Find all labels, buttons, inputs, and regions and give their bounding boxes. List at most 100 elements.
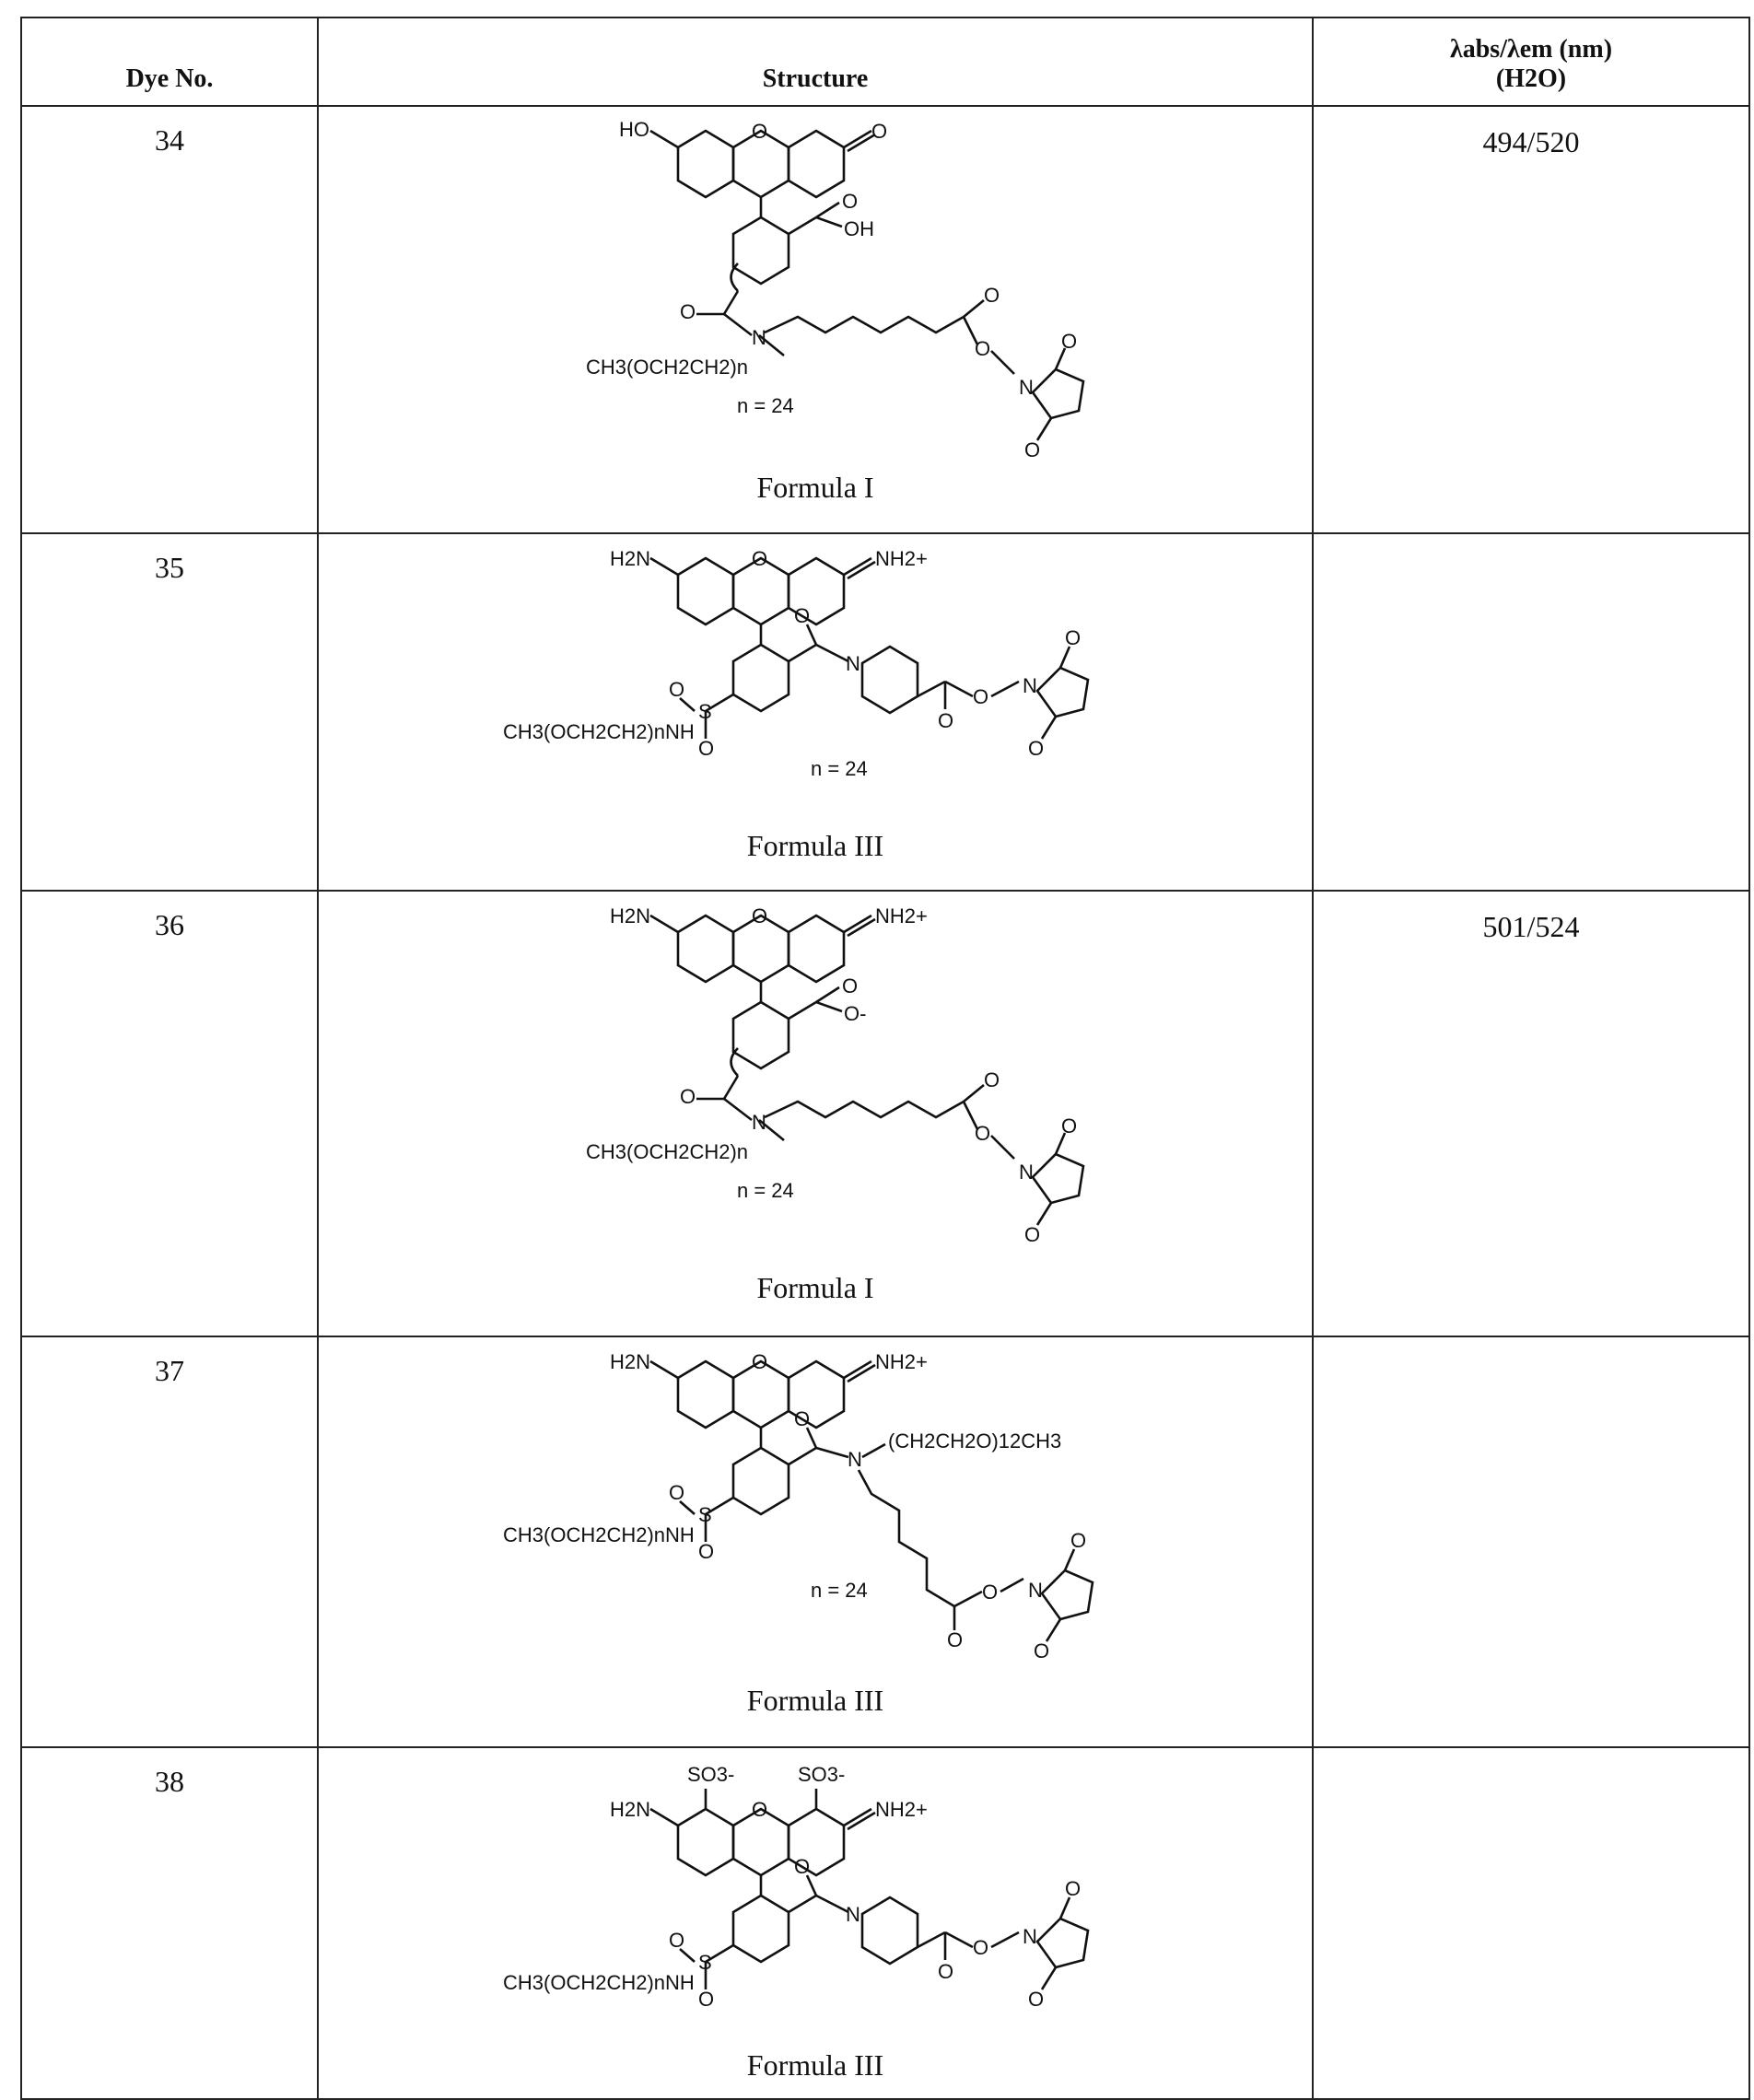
structure-cell: HO O O O OH O N CH3(OCH2CH2)n O O N O O … — [318, 106, 1313, 533]
dye-number: 37 — [21, 1336, 318, 1747]
header-spectra-line1: λabs/λem (nm) — [1314, 35, 1748, 64]
label-h2n: H2N — [610, 1798, 650, 1821]
dye-number: 36 — [21, 891, 318, 1336]
label-o-amide: O — [680, 300, 696, 323]
label-s: S — [698, 1503, 712, 1526]
label-n-value: n = 24 — [811, 757, 868, 780]
label-o-acid: O — [842, 974, 858, 998]
structure-cell: H2N O NH2+ O O- O N CH3(OCH2CH2)n O O N … — [318, 891, 1313, 1336]
header-dye-no: Dye No. — [21, 18, 318, 106]
dye-number: 35 — [21, 533, 318, 891]
structure-cell: SO3- SO3- H2N O NH2+ O N O O N O O S O O… — [318, 1747, 1313, 2099]
dye-number: 38 — [21, 1747, 318, 2099]
label-o-s1: O — [669, 678, 684, 701]
label-n: N — [752, 326, 766, 349]
spectra-value — [1313, 1747, 1749, 2099]
formula-label: Formula I — [319, 471, 1312, 505]
label-o-s1: O — [669, 1481, 684, 1504]
spectra-value — [1313, 1336, 1749, 1747]
structure-cell: H2N O NH2+ O N (CH2CH2O)12CH3 S O O CH3(… — [318, 1336, 1313, 1747]
label-o-ester: O — [938, 709, 953, 732]
chemical-structure: H2N O NH2+ O N O O N O O S O O CH3(OCH2C… — [319, 534, 1312, 829]
formula-label: Formula III — [319, 2048, 1312, 2082]
label-o-su2: O — [1024, 1223, 1040, 1246]
table-row: 36 — [21, 891, 1749, 1336]
label-o-link: O — [975, 1122, 990, 1145]
spectra-value — [1313, 533, 1749, 891]
label-o-top: O — [752, 120, 767, 143]
label-oh: OH — [844, 217, 874, 240]
label-o-top: O — [752, 547, 767, 570]
label-o-s2: O — [698, 1540, 714, 1563]
label-o-carb: O — [794, 1855, 810, 1878]
chemical-structure: HO O O O OH O N CH3(OCH2CH2)n O O N O O … — [319, 107, 1312, 471]
table-row: 38 — [21, 1747, 1749, 2099]
label-peg: CH3(OCH2CH2)n — [586, 1140, 748, 1163]
label-coo: O- — [844, 1002, 866, 1025]
label-n-value: n = 24 — [737, 394, 794, 417]
formula-label: Formula III — [319, 829, 1312, 863]
label-o-ester: O — [938, 1960, 953, 1983]
label-nh2: NH2+ — [875, 904, 928, 928]
label-n-su: N — [1023, 674, 1037, 697]
label-s: S — [698, 700, 712, 723]
label-h2n: H2N — [610, 904, 650, 928]
table-row: 37 — [21, 1336, 1749, 1747]
label-so3-right: SO3- — [798, 1763, 845, 1786]
structure-cell: H2N O NH2+ O N O O N O O S O O CH3(OCH2C… — [318, 533, 1313, 891]
label-n-value: n = 24 — [811, 1579, 868, 1602]
label-n-su: N — [1019, 376, 1034, 399]
label-o-su2: O — [1034, 1639, 1049, 1662]
label-n: N — [848, 1448, 862, 1471]
label-o-link: O — [982, 1581, 998, 1604]
label-o-su1: O — [1061, 1114, 1077, 1138]
label-peg: CH3(OCH2CH2)nNH — [503, 720, 695, 743]
label-nh2: NH2+ — [875, 1350, 928, 1373]
label-o-carb: O — [794, 604, 810, 627]
label-nh2: NH2+ — [875, 547, 928, 570]
formula-label: Formula I — [319, 1271, 1312, 1305]
label-o-su2: O — [1028, 737, 1044, 760]
label-o-top: O — [752, 1350, 767, 1373]
label-o-link: O — [973, 1936, 988, 1959]
dye-table: Dye No. Structure λabs/λem (nm) (H2O) 34 — [20, 17, 1750, 2100]
label-n-pip: N — [846, 652, 860, 675]
table-row: 34 — [21, 106, 1749, 533]
label-o-top: O — [752, 1798, 767, 1821]
label-peg2: (CH2CH2O)12CH3 — [888, 1429, 1061, 1452]
label-o-link: O — [975, 337, 990, 360]
spectra-value: 494/520 — [1313, 106, 1749, 533]
label-o-link: O — [973, 685, 988, 708]
label-o-amide: O — [680, 1085, 696, 1108]
header-spectra: λabs/λem (nm) (H2O) — [1313, 18, 1749, 106]
label-n-su: N — [1023, 1925, 1037, 1948]
label-peg: CH3(OCH2CH2)n — [586, 356, 748, 379]
label-so3-left: SO3- — [687, 1763, 734, 1786]
label-h2n: H2N — [610, 547, 650, 570]
label-o-su1: O — [1070, 1529, 1086, 1552]
label-peg: CH3(OCH2CH2)nNH — [503, 1971, 695, 1994]
label-n-pip: N — [846, 1903, 860, 1926]
label-n-value: n = 24 — [737, 1179, 794, 1202]
chemical-structure: H2N O NH2+ O N (CH2CH2O)12CH3 S O O CH3(… — [319, 1337, 1312, 1684]
label-o-su1: O — [1065, 1877, 1081, 1900]
label-o-su2: O — [1028, 1988, 1044, 2011]
label-o-ester: O — [947, 1628, 963, 1651]
table-row: 35 — [21, 533, 1749, 891]
label-o-ester: O — [984, 284, 1000, 307]
formula-label: Formula III — [319, 1684, 1312, 1718]
label-h2n: H2N — [610, 1350, 650, 1373]
label-o-carb: O — [794, 1407, 810, 1430]
chemical-structure: SO3- SO3- H2N O NH2+ O N O O N O O S O O… — [319, 1748, 1312, 2048]
label-ho: HO — [619, 118, 649, 141]
header-row: Dye No. Structure λabs/λem (nm) (H2O) — [21, 18, 1749, 106]
dye-number: 34 — [21, 106, 318, 533]
label-n-su: N — [1028, 1579, 1043, 1602]
label-o-acid: O — [842, 190, 858, 213]
header-structure: Structure — [318, 18, 1313, 106]
label-peg: CH3(OCH2CH2)nNH — [503, 1523, 695, 1546]
label-n: N — [752, 1111, 766, 1134]
label-o-top: O — [752, 904, 767, 928]
label-o-s2: O — [698, 1988, 714, 2011]
header-spectra-line2: (H2O) — [1314, 64, 1748, 94]
